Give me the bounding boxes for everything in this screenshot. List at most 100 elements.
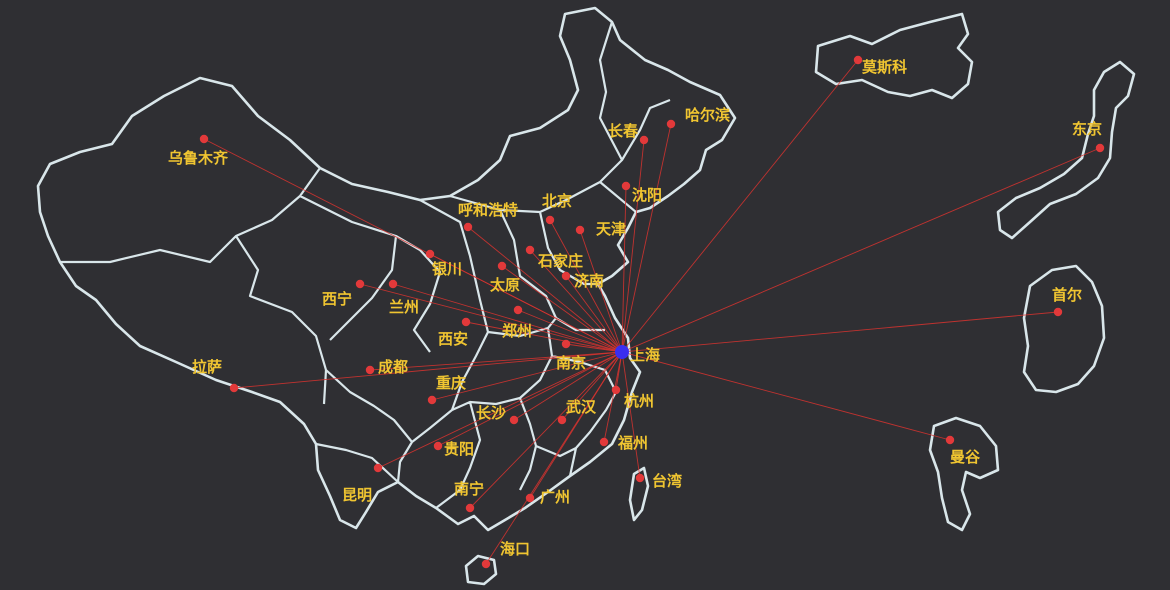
label-guangzhou: 广州 xyxy=(540,488,570,506)
route-shenyang xyxy=(621,185,627,353)
city-dots xyxy=(199,55,1105,569)
route-seoul xyxy=(621,311,1059,353)
route-chongqing xyxy=(431,351,623,401)
japan-outline xyxy=(996,60,1136,240)
label-zhengzhou: 郑州 xyxy=(502,322,532,340)
dot-zhengzhou[interactable] xyxy=(513,305,523,315)
dot-kunming[interactable] xyxy=(373,463,383,473)
label-yinchuan: 银川 xyxy=(432,260,462,278)
city-labels: 乌鲁木齐哈尔滨长春沈阳北京天津呼和浩特石家庄银川太原济南西宁兰州郑州西安南京上海… xyxy=(168,58,1102,558)
dot-urumqi[interactable] xyxy=(199,134,209,144)
dot-beijing[interactable] xyxy=(545,215,555,225)
dot-chongqing[interactable] xyxy=(427,395,437,405)
label-bangkok: 曼谷 xyxy=(950,448,981,466)
route-bangkok xyxy=(621,351,951,441)
route-taiyuan xyxy=(501,265,623,353)
dot-xining[interactable] xyxy=(355,279,365,289)
dot-taiyuan[interactable] xyxy=(497,261,507,271)
route-moscow xyxy=(621,59,859,353)
label-shanghai: 上海 xyxy=(630,346,660,364)
dot-wuhan[interactable] xyxy=(557,415,567,425)
route-xian xyxy=(465,321,623,353)
label-lanzhou: 兰州 xyxy=(389,298,419,316)
dot-changsha[interactable] xyxy=(509,415,519,425)
label-tianjin: 天津 xyxy=(596,220,626,238)
route-changsha xyxy=(513,351,623,421)
route-nanjing xyxy=(565,343,623,353)
dot-hangzhou[interactable] xyxy=(611,385,621,395)
china-outline xyxy=(36,6,737,532)
label-jinan: 济南 xyxy=(574,272,604,290)
label-hangzhou: 杭州 xyxy=(624,392,654,410)
korea-outline xyxy=(1022,264,1106,394)
label-chengdu: 成都 xyxy=(378,358,408,376)
route-lanzhou xyxy=(392,283,623,353)
label-moscow: 莫斯科 xyxy=(862,58,907,76)
label-urumqi: 乌鲁木齐 xyxy=(168,149,229,167)
dot-guiyang[interactable] xyxy=(433,441,443,451)
label-taiyuan: 太原 xyxy=(490,276,520,294)
label-seoul: 首尔 xyxy=(1052,286,1082,304)
label-wuhan: 武汉 xyxy=(566,398,597,416)
dot-lanzhou[interactable] xyxy=(388,279,398,289)
dot-tokyo[interactable] xyxy=(1095,143,1105,153)
label-nanning: 南宁 xyxy=(454,480,484,498)
dot-shenyang[interactable] xyxy=(621,181,631,191)
route-tokyo xyxy=(621,147,1101,353)
dot-chengdu[interactable] xyxy=(365,365,375,375)
route-xining xyxy=(359,283,623,353)
route-chengdu xyxy=(369,351,623,371)
dot-harbin[interactable] xyxy=(666,119,676,129)
dot-yinchuan[interactable] xyxy=(425,249,435,259)
dot-shijiazhuang[interactable] xyxy=(525,245,535,255)
label-changsha: 长沙 xyxy=(476,404,506,422)
label-harbin: 哈尔滨 xyxy=(685,106,730,124)
route-tianjin xyxy=(579,229,623,353)
route-taiwan xyxy=(621,351,641,479)
route-zhengzhou xyxy=(517,309,623,353)
dot-taiwan[interactable] xyxy=(635,473,645,483)
dot-changchun[interactable] xyxy=(639,135,649,145)
route-guiyang xyxy=(437,351,623,447)
label-nanjing: 南京 xyxy=(556,354,586,372)
route-lhasa xyxy=(233,351,623,389)
route-wuhan xyxy=(561,351,623,421)
province-borders xyxy=(60,21,671,509)
route-yinchuan xyxy=(429,253,623,353)
dot-moscow[interactable] xyxy=(853,55,863,65)
dot-nanning[interactable] xyxy=(465,503,475,513)
dot-bangkok[interactable] xyxy=(945,435,955,445)
route-harbin xyxy=(621,123,672,353)
label-hohhot: 呼和浩特 xyxy=(458,201,518,219)
route-jinan xyxy=(565,275,623,353)
thailand-outline xyxy=(928,416,1000,532)
label-tokyo: 东京 xyxy=(1072,120,1102,138)
dot-lhasa[interactable] xyxy=(229,383,239,393)
dot-tianjin[interactable] xyxy=(575,225,585,235)
label-xining: 西宁 xyxy=(322,290,352,308)
route-changchun xyxy=(621,139,645,353)
route-fuzhou xyxy=(603,351,623,443)
dot-haikou[interactable] xyxy=(481,559,491,569)
label-shenyang: 沈阳 xyxy=(632,186,662,204)
hainan-outline xyxy=(464,554,498,586)
dot-jinan[interactable] xyxy=(561,271,571,281)
label-chongqing: 重庆 xyxy=(436,374,466,392)
dot-shanghai[interactable] xyxy=(615,345,629,359)
dot-guangzhou[interactable] xyxy=(525,493,535,503)
route-haikou xyxy=(485,351,623,565)
label-haikou: 海口 xyxy=(500,540,530,558)
dot-hohhot[interactable] xyxy=(463,222,473,232)
dot-fuzhou[interactable] xyxy=(599,437,609,447)
dot-seoul[interactable] xyxy=(1053,307,1063,317)
route-beijing xyxy=(549,219,623,353)
dot-nanjing[interactable] xyxy=(561,339,571,349)
label-kunming: 昆明 xyxy=(342,486,372,504)
label-shijiazhuang: 石家庄 xyxy=(537,252,583,270)
route-kunming xyxy=(377,351,623,469)
label-fuzhou: 福州 xyxy=(617,434,648,452)
dot-xian[interactable] xyxy=(461,317,471,327)
route-shijiazhuang xyxy=(529,249,623,353)
russia-outline xyxy=(814,12,974,100)
taiwan-outline xyxy=(628,466,650,522)
